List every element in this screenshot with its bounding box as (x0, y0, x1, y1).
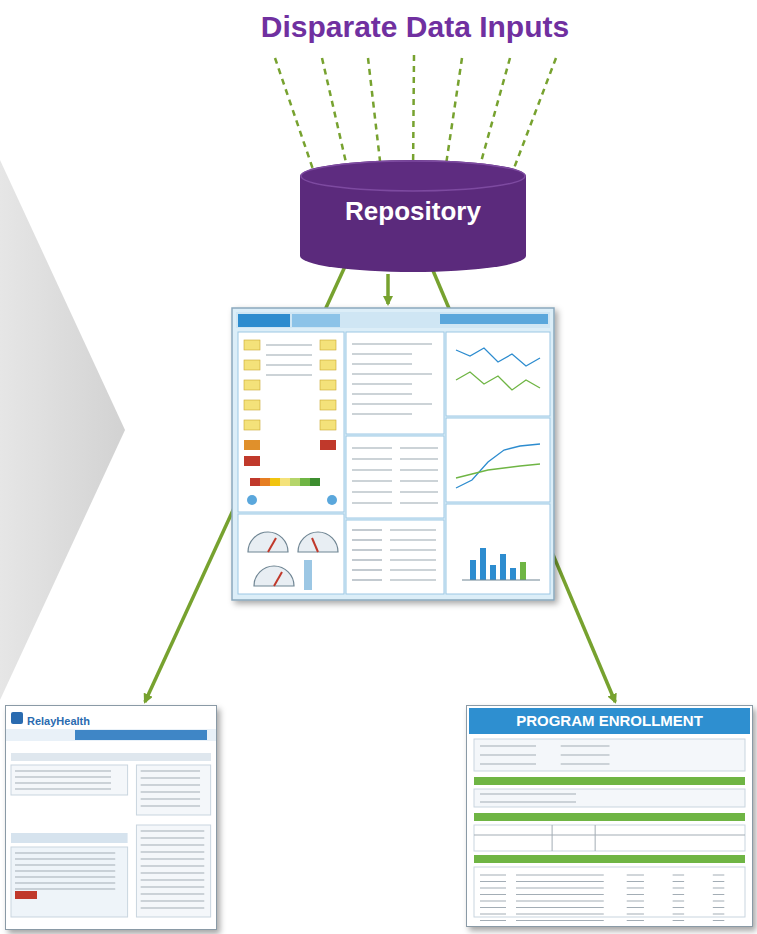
dashboard-arrow (386, 274, 390, 304)
diagram-title: Disparate Data Inputs (261, 10, 569, 44)
dashboard-screenshot (232, 308, 554, 600)
repository-label: Repository (345, 196, 481, 227)
screenshot-logo-text: RelayHealth (27, 715, 90, 727)
screenshot-panel-drawing (5, 705, 217, 930)
screenshot-heading: PROGRAM ENROLLMENT (516, 712, 703, 729)
screenshot-panel: RelayHealth (5, 705, 217, 930)
grey-chevron (0, 160, 125, 700)
screenshot-panel-drawing (466, 705, 753, 927)
screenshot-panel: PROGRAM ENROLLMENT (466, 705, 753, 927)
repository-cylinder: Repository (300, 160, 526, 272)
